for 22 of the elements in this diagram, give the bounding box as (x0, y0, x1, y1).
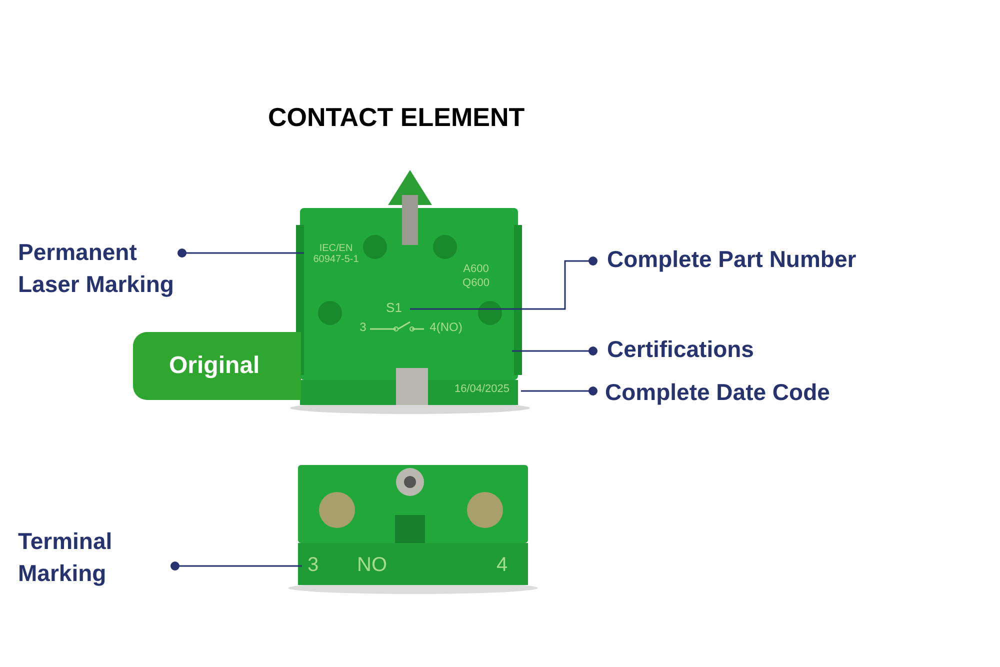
leader-line (521, 386, 598, 396)
tag-label: Original (133, 332, 301, 400)
date-code-text: 16/04/2025 (444, 384, 520, 396)
contact-type-text: NO (356, 555, 388, 576)
terminal-number: 3 (304, 555, 322, 576)
terminal-text: 4(NO) (428, 321, 464, 334)
terminal-number: 4 (495, 555, 509, 576)
leader-line (178, 248, 304, 258)
rating-text: Q600 (462, 278, 490, 290)
leader-line (170, 562, 302, 570)
leader-line (512, 346, 598, 356)
part-number-text: S1 (381, 301, 407, 315)
diagram-title: CONTACT ELEMENT (268, 102, 525, 133)
rating-text: A600 (462, 264, 490, 276)
printed-marking: IEC/EN 60947-5-1 (305, 244, 367, 265)
callout-text: Permanent Laser Marking (18, 236, 178, 300)
callout-text: Complete Part Number (607, 243, 927, 275)
callout-text: Certifications (607, 333, 827, 365)
leader-line (410, 256, 598, 310)
terminal-number: 3 (358, 321, 368, 334)
callout-text: Complete Date Code (605, 376, 905, 408)
callout-text: Terminal Marking (18, 525, 168, 589)
